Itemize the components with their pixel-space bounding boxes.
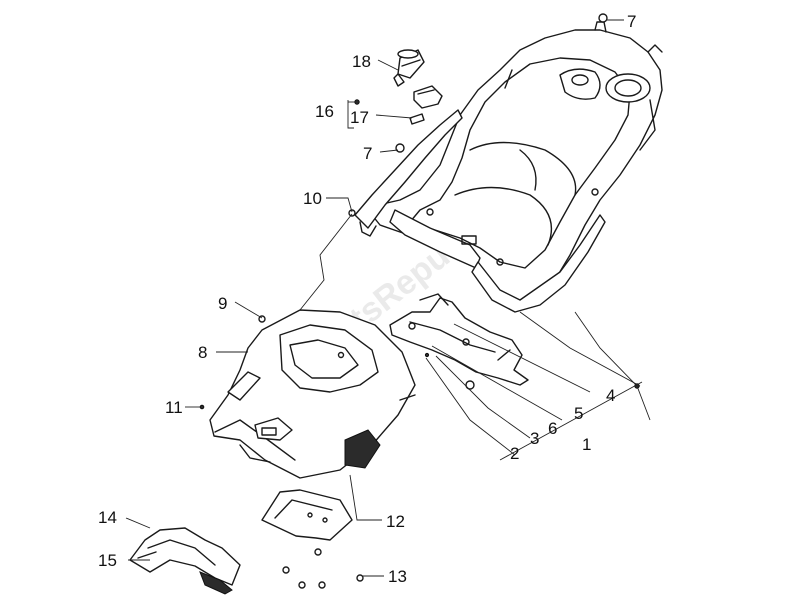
- callout-16: 16: [315, 102, 334, 121]
- callout-12: 12: [386, 512, 405, 531]
- callout-9: 9: [218, 294, 227, 313]
- callout-6: 6: [548, 419, 557, 438]
- helmet-compartment: [354, 21, 663, 313]
- callout-18: 18: [352, 52, 371, 71]
- nuts-part: [282, 548, 364, 589]
- callout-7-top: 7: [627, 12, 636, 31]
- leader-lines: [125, 19, 651, 577]
- callout-4: 4: [606, 386, 615, 405]
- bracket-part: [389, 293, 529, 386]
- socket-part: [393, 49, 425, 87]
- callout-1: 1: [582, 435, 591, 454]
- lower-bracket-part: [129, 527, 241, 595]
- callout-11: 11: [165, 398, 183, 417]
- plate-part: [261, 489, 353, 541]
- callout-14: 14: [98, 508, 117, 527]
- cap-part: [413, 85, 443, 109]
- callout-8: 8: [198, 343, 207, 362]
- callout-2: 2: [510, 444, 519, 463]
- callout-17: 17: [350, 108, 369, 127]
- callout-7-mid: 7: [363, 144, 372, 163]
- callout-3: 3: [530, 429, 539, 448]
- callout-10: 10: [303, 189, 322, 208]
- callout-13: 13: [388, 567, 407, 586]
- callout-15: 15: [98, 551, 117, 570]
- rear-cover-part: [209, 309, 416, 479]
- callout-5: 5: [574, 404, 583, 423]
- callouts: 7 18 16 17 7 10 9 8 11 4 5 6 3 2 1 12 13…: [98, 12, 636, 586]
